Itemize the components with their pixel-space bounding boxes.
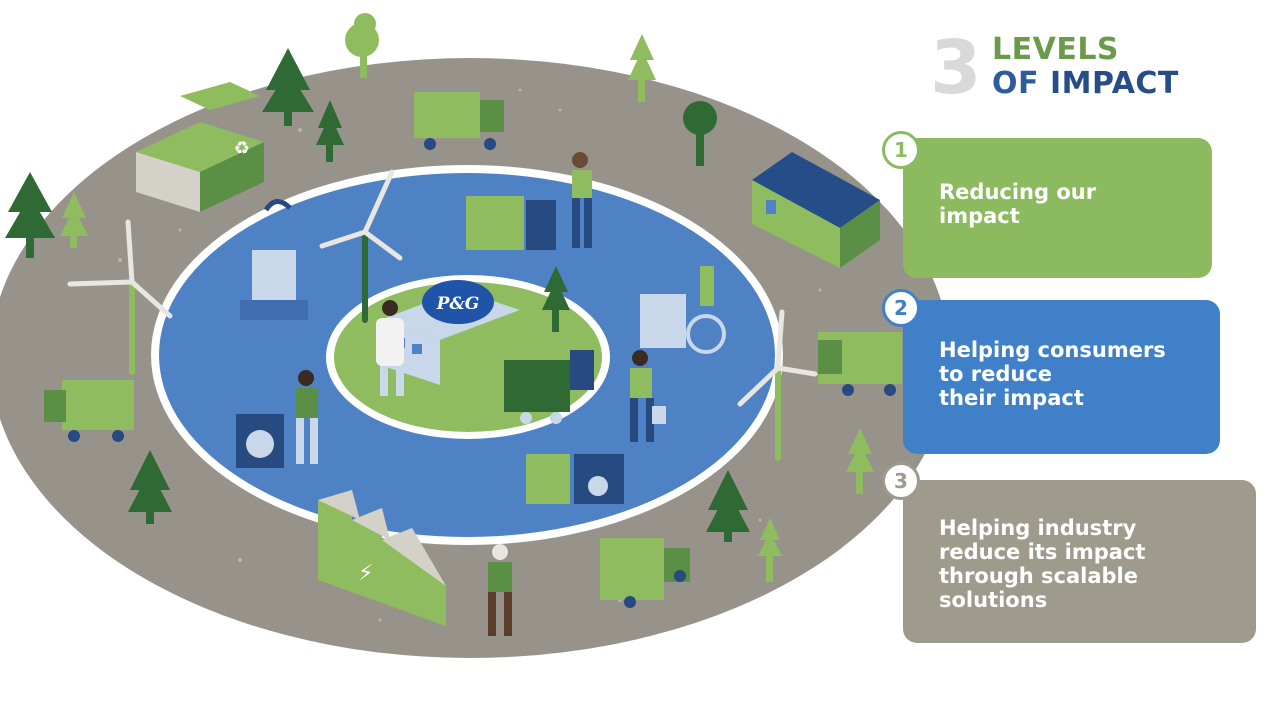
shopper-figure: [630, 350, 666, 442]
svg-text:⚡: ⚡: [358, 561, 373, 586]
dishwasher-icon: [526, 454, 624, 504]
ring-texture: [88, 88, 822, 622]
level-2-line-2: to reduce: [939, 362, 1053, 386]
shower-icon: [240, 199, 308, 320]
recycling-building: ♻: [136, 82, 264, 212]
recycling-icon: ♻: [234, 138, 250, 159]
title-line-2-prefix: OF: [992, 66, 1039, 101]
kitchen-counter: [466, 196, 556, 250]
p-and-g-logo-text: P&G: [436, 294, 480, 314]
title-number: 3: [930, 25, 982, 111]
level-3-text: Helping industry reduce its impact throu…: [939, 516, 1145, 612]
level-3-line-1: Helping industry: [939, 516, 1137, 540]
consumer-figure: [296, 370, 318, 464]
solar-panel-icon: [752, 152, 880, 268]
wind-turbine-icon: [67, 169, 818, 461]
washing-machine-icon: [236, 414, 284, 468]
p-and-g-logo-icon: P&G: [422, 280, 494, 324]
level-3-line-4: solutions: [939, 588, 1048, 612]
level-2-badge: 2: [882, 289, 920, 327]
title-line-2: OF IMPACT: [992, 68, 1179, 100]
title-line-1: LEVELS: [992, 32, 1120, 67]
sink-counter: [640, 294, 686, 348]
level-3-badge: 3: [882, 462, 920, 500]
tree-icon: [60, 13, 874, 582]
level-1-line-2: impact: [939, 204, 1020, 228]
factory-icon: ⚡: [318, 490, 446, 626]
tree-icon: [5, 48, 750, 542]
levels-of-impact-title: 3 LEVELS OF IMPACT: [930, 28, 1250, 108]
scientist-figure: [376, 300, 404, 396]
pregnant-figure: [572, 152, 592, 248]
level-1-text: Reducing our impact: [939, 180, 1096, 228]
electric-truck-icon: [44, 92, 902, 608]
level-2-card: Helping consumers to reduce their impact: [903, 300, 1220, 454]
level-1-line-1: Reducing our: [939, 180, 1097, 204]
level-3-card: Helping industry reduce its impact throu…: [903, 480, 1256, 643]
level-3-line-3: through scalable: [939, 564, 1138, 588]
wheelchair-icon: [686, 266, 726, 354]
level-3-line-2: reduce its impact: [939, 540, 1146, 564]
level-1-card: Reducing our impact: [903, 138, 1212, 278]
level-2-line-1: Helping consumers: [939, 338, 1166, 362]
level-2-text: Helping consumers to reduce their impact: [939, 338, 1166, 410]
level-2-line-3: their impact: [939, 386, 1084, 410]
level-1-badge: 1: [882, 131, 920, 169]
title-line-2-word: IMPACT: [1049, 66, 1179, 101]
worker-figure: [488, 544, 512, 636]
